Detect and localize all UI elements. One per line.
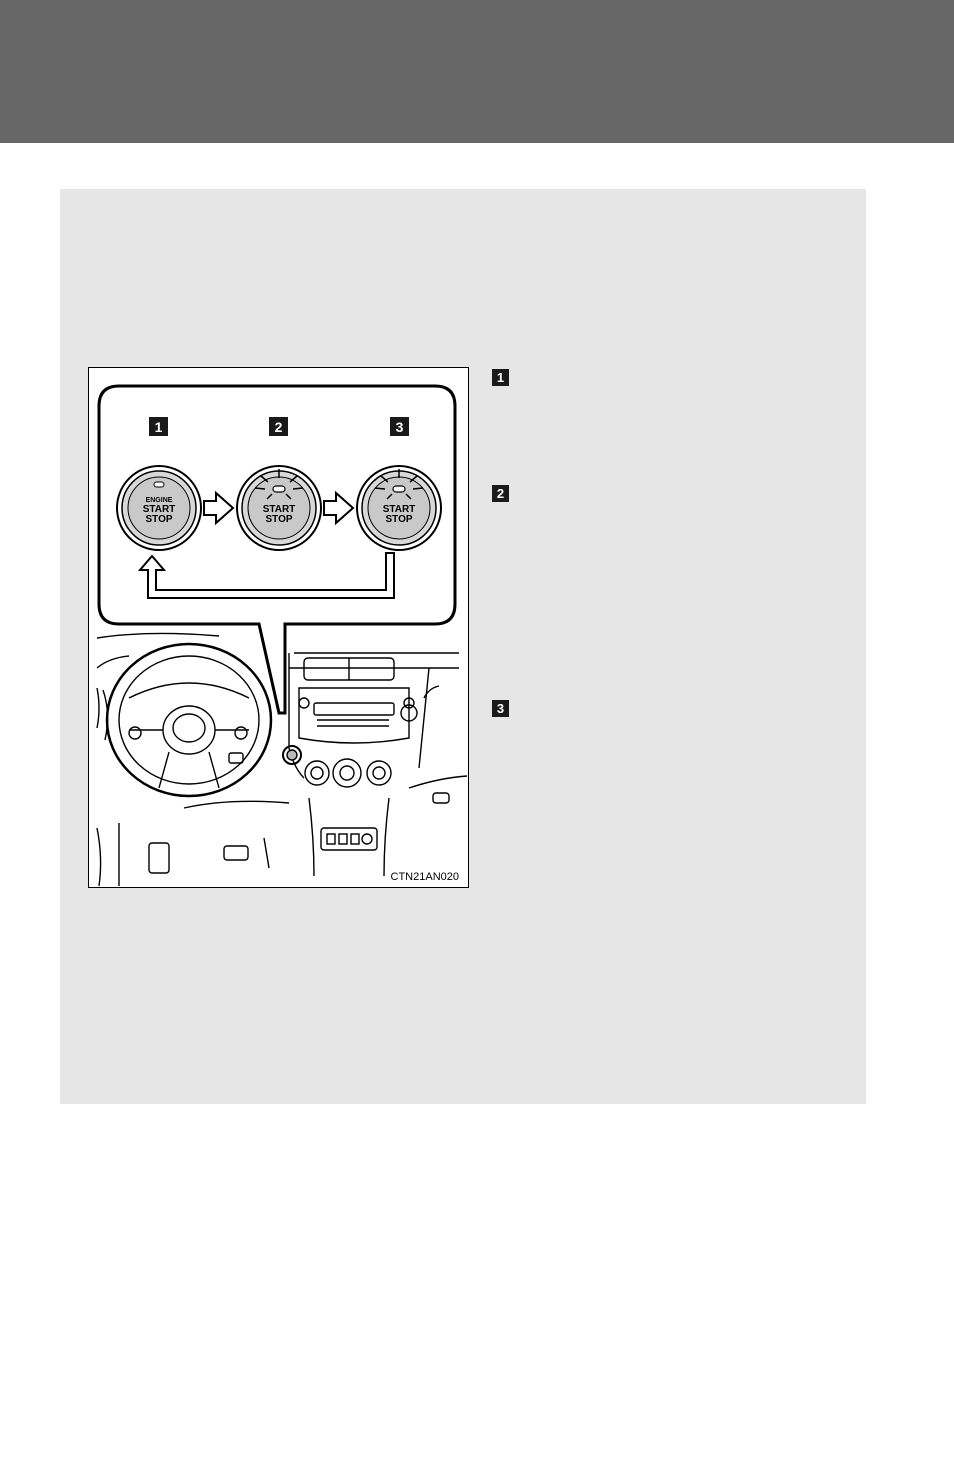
arrow-right-icon	[203, 490, 235, 526]
svg-text:START: START	[263, 504, 296, 515]
svg-text:STOP: STOP	[145, 514, 172, 525]
callout-step-1: 1	[149, 417, 168, 436]
svg-text:ENGINE: ENGINE	[146, 497, 173, 504]
side-step-2: 2	[492, 485, 509, 502]
svg-text:1: 1	[155, 419, 163, 435]
svg-text:3: 3	[396, 419, 404, 435]
illustration-figure: 1 2 3 ENGINE START STOP	[88, 367, 469, 888]
arrow-right-icon	[323, 490, 355, 526]
dashboard-illustration: 1 2 3 ENGINE START STOP	[96, 384, 468, 887]
side-step-1: 1	[492, 369, 509, 386]
svg-text:STOP: STOP	[385, 514, 412, 525]
svg-text:STOP: STOP	[265, 514, 292, 525]
engine-button-green: START STOP	[356, 465, 442, 551]
return-arrow-icon	[137, 552, 395, 599]
header-bar	[0, 0, 954, 143]
svg-text:2: 2	[275, 419, 283, 435]
engine-button-off: ENGINE START STOP	[116, 465, 202, 551]
light-burst-icon	[254, 469, 304, 500]
light-burst-icon	[374, 469, 424, 500]
figure-code: CTN21AN020	[391, 871, 459, 883]
side-step-3: 3	[492, 700, 509, 717]
engine-button-amber: START STOP	[236, 465, 322, 551]
dashboard-drawing	[96, 632, 468, 887]
svg-text:START: START	[383, 504, 416, 515]
callout-step-2: 2	[269, 417, 288, 436]
callout-step-3: 3	[390, 417, 409, 436]
svg-text:START: START	[143, 504, 176, 515]
